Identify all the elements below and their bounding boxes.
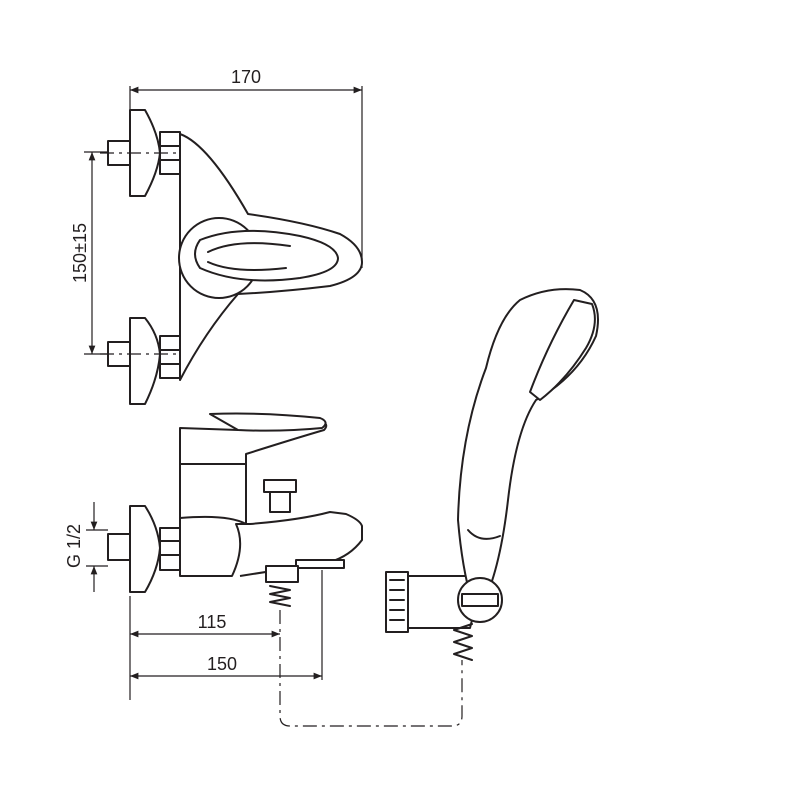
shower-hose (453, 623, 473, 661)
front-connector (107, 505, 181, 593)
upper-connector (100, 109, 186, 197)
dimension-150-label: 150 (207, 654, 237, 674)
mixer-body-front-view (179, 412, 363, 607)
hose-connector-nut (265, 565, 299, 583)
front-view: G 1/2 115 150 (64, 412, 463, 727)
dimension-170-label: 170 (231, 67, 261, 87)
dimension-115-label: 115 (198, 612, 227, 632)
top-view: 170 150±15 (70, 67, 363, 405)
thread-size-label: G 1/2 (64, 524, 84, 568)
hand-shower (385, 288, 599, 661)
shower-hose-route (279, 610, 463, 727)
shower-holder (385, 571, 475, 633)
mixer-body-top-view (178, 133, 363, 381)
lower-connector (100, 317, 186, 405)
dimension-150-15-label: 150±15 (70, 223, 90, 283)
shower-head-face (529, 299, 596, 401)
